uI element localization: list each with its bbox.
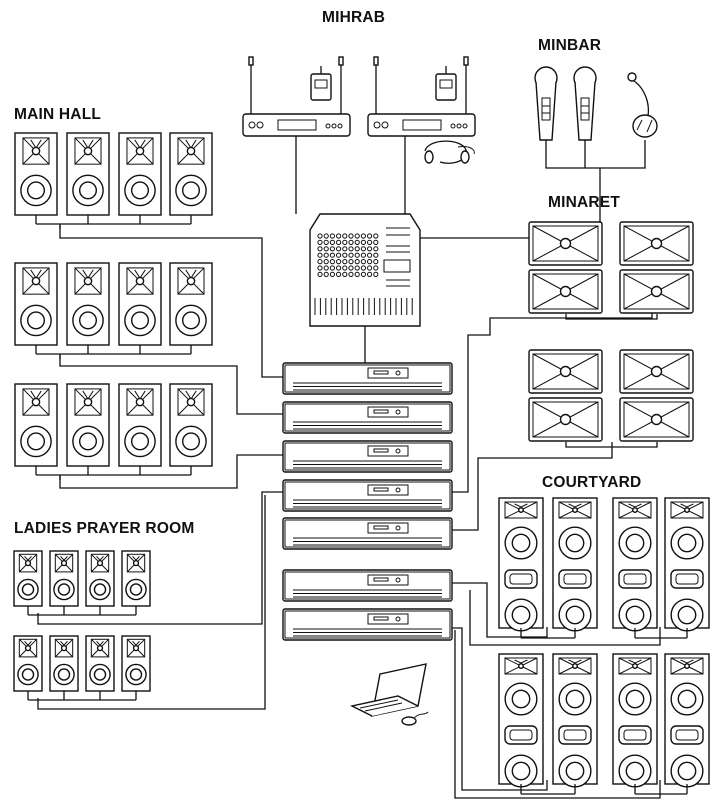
- gooseneck-mic-icon: [627, 72, 658, 138]
- amplifier-icon: [282, 608, 453, 641]
- speaker-icon: [14, 383, 58, 475]
- column-speaker-icon: [552, 653, 598, 794]
- speaker-icon: [85, 550, 115, 615]
- horn-speaker-icon: [528, 269, 603, 314]
- zone-label-minbar: MINBAR: [538, 37, 601, 54]
- zone-label-ladies-prayer-room: LADIES PRAYER ROOM: [14, 520, 194, 537]
- zone-label-courtyard: COURTYARD: [542, 474, 641, 491]
- speaker-icon: [118, 132, 162, 224]
- speaker-icon: [66, 262, 110, 354]
- horn-speaker-icon: [619, 397, 694, 442]
- speaker-icon: [169, 262, 213, 354]
- amplifier-icon: [282, 362, 453, 395]
- speaker-icon: [169, 383, 213, 475]
- amplifier-rack: [282, 362, 453, 641]
- laptop: [349, 663, 429, 726]
- courtyard-bottom-a-cable: [452, 627, 548, 791]
- ladies-row2-cable: [37, 495, 266, 710]
- amplifier-icon: [282, 440, 453, 473]
- speaker-icon: [13, 635, 43, 700]
- column-speaker-icon: [664, 497, 710, 638]
- speaker-icon: [118, 262, 162, 354]
- speaker-icon: [121, 635, 151, 700]
- wireless-receiver-icon: [367, 56, 476, 137]
- horn-speaker-icon: [619, 269, 694, 314]
- speaker-icon: [85, 635, 115, 700]
- minaret-upper-cable: [452, 300, 653, 493]
- amplifier-icon: [282, 569, 453, 602]
- speaker-icon: [66, 383, 110, 475]
- laptop-icon: [349, 663, 429, 726]
- speaker-icon: [169, 132, 213, 224]
- main-hall-row2-cable: [59, 355, 283, 415]
- column-speaker-icon: [498, 653, 544, 794]
- horn-speaker-icon: [528, 221, 603, 266]
- zone-label-minaret: MINARET: [548, 194, 620, 211]
- main-hall-row3-cable: [59, 454, 283, 489]
- horn-speaker-icon: [619, 349, 694, 394]
- amplifier-icon: [282, 401, 453, 434]
- speaker-icon: [66, 132, 110, 224]
- speaker-icon: [49, 550, 79, 615]
- speaker-icon: [14, 132, 58, 224]
- column-speaker-icon: [612, 497, 658, 638]
- amplifier-icon: [282, 479, 453, 512]
- courtyard-columns: [498, 497, 710, 795]
- horn-speaker-icon: [619, 221, 694, 266]
- handheld-mic-icon: [534, 66, 558, 141]
- bodypack-transmitter-icon: [435, 66, 457, 101]
- minbar-mic-bus: [545, 140, 646, 169]
- mixer-icon: [309, 213, 421, 327]
- wireless-receiver-icon: [242, 56, 351, 137]
- ladies-speakers: [13, 550, 151, 701]
- main-hall-row1-cable: [59, 225, 283, 378]
- handheld-mic-icon: [573, 66, 597, 141]
- speaker-icon: [121, 550, 151, 615]
- main-hall-speakers: [14, 132, 213, 480]
- speaker-icon: [14, 262, 58, 354]
- minbar-mics: [534, 66, 658, 141]
- speaker-icon: [49, 635, 79, 700]
- ladies-row1-cable: [37, 491, 283, 625]
- column-speaker-icon: [552, 497, 598, 638]
- bodypack-transmitter-icon: [310, 66, 332, 101]
- zone-label-main-hall: MAIN HALL: [14, 106, 101, 123]
- mixer: [309, 213, 421, 327]
- horn-speaker-icon: [528, 349, 603, 394]
- amplifier-icon: [282, 517, 453, 550]
- minaret-horns: [528, 221, 694, 448]
- column-speaker-icon: [612, 653, 658, 794]
- headset-mic-icon: [424, 140, 475, 164]
- column-speaker-icon: [664, 653, 710, 794]
- minaret-lower-cable: [452, 442, 613, 531]
- zone-label-mihrab: MIHRAB: [322, 9, 385, 26]
- speaker-icon: [13, 550, 43, 615]
- courtyard-bottom-b-cable: [454, 630, 661, 799]
- courtyard-top-a-cable: [452, 582, 548, 638]
- column-speaker-icon: [498, 497, 544, 638]
- horn-speaker-icon: [528, 397, 603, 442]
- mihrab-receivers: [242, 56, 476, 164]
- courtyard-top-b-cable: [469, 590, 661, 646]
- speaker-icon: [118, 383, 162, 475]
